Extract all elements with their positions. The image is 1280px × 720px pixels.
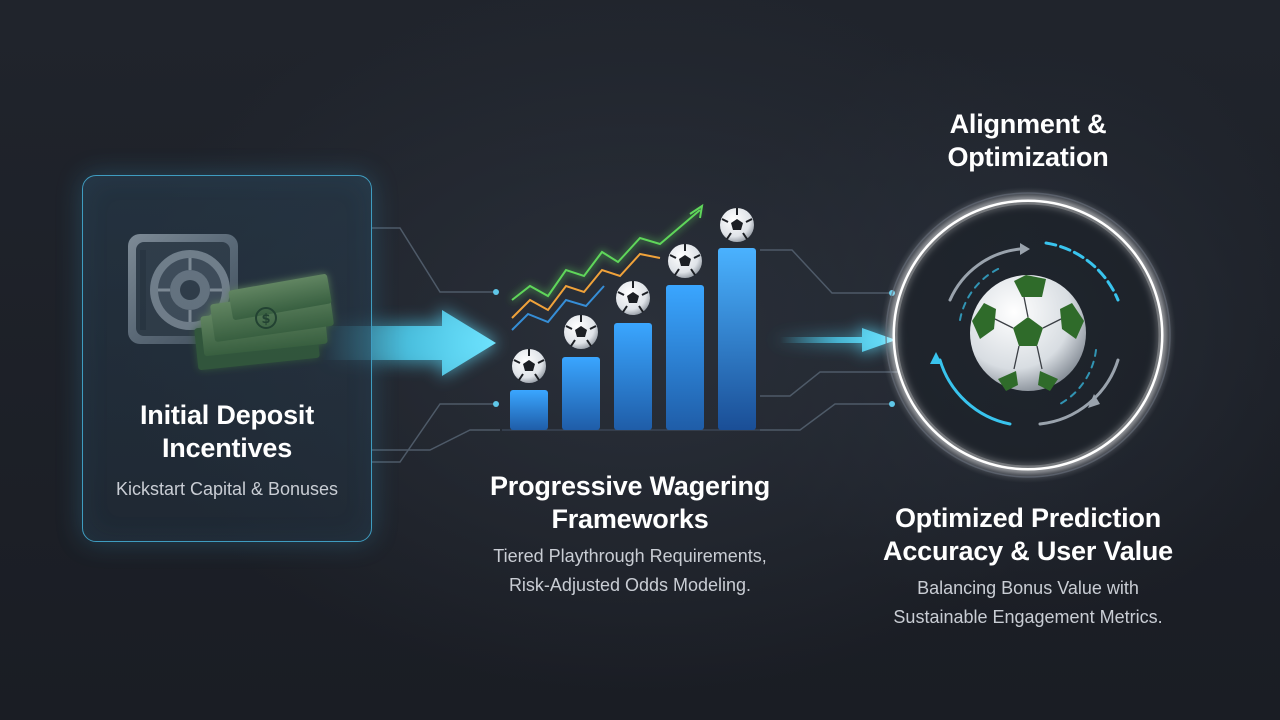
- stage3-subtitle-line2: Sustainable Engagement Metrics.: [893, 607, 1163, 627]
- stage3-title: Optimized Prediction Accuracy & User Val…: [858, 502, 1198, 568]
- stage2-subtitle-line2: Risk-Adjusted Odds Modeling.: [508, 575, 752, 595]
- stage3-optimization-icon: [880, 187, 1176, 483]
- bar-5: [718, 248, 756, 430]
- stage3-subtitle: Balancing Bonus Value with Sustainable E…: [848, 574, 1208, 632]
- stage1-card: [82, 175, 372, 542]
- bar-2: [562, 357, 600, 430]
- bar-1: [510, 390, 548, 430]
- stage3-header: Alignment & Optimization: [878, 108, 1178, 174]
- stage1-title: Initial Deposit Incentives: [82, 399, 372, 465]
- stage2-subtitle-line1: Tiered Playthrough Requirements,: [493, 546, 767, 566]
- stage2-chart-icon: [502, 203, 760, 431]
- bar-3: [614, 323, 652, 430]
- stage1-title-line1: Initial Deposit: [139, 400, 315, 430]
- stage3-subtitle-line1: Balancing Bonus Value with: [917, 578, 1139, 598]
- connector-lines: [372, 227, 900, 463]
- stage1-subtitle: Kickstart Capital & Bonuses: [115, 479, 339, 499]
- stage2-subtitle: Tiered Playthrough Requirements, Risk-Ad…: [440, 542, 820, 600]
- stage1-title-line2: Incentives: [161, 433, 293, 463]
- stage2-title: Progressive Wagering Frameworks: [460, 470, 800, 536]
- bar-4: [666, 285, 704, 430]
- stage3-header-line2: Optimization: [947, 142, 1109, 172]
- stage2-title-line1: Progressive Wagering: [489, 471, 771, 501]
- soccer-ball-icons: [512, 208, 754, 383]
- trend-lines: [511, 203, 704, 331]
- stage3-title-line2: Accuracy & User Value: [883, 536, 1173, 566]
- flow-arrow-2: [770, 326, 898, 354]
- stage3-title-line1: Optimized Prediction: [894, 503, 1162, 533]
- stage3-header-line1: Alignment &: [949, 109, 1107, 139]
- stage2-title-line2: Frameworks: [551, 504, 709, 534]
